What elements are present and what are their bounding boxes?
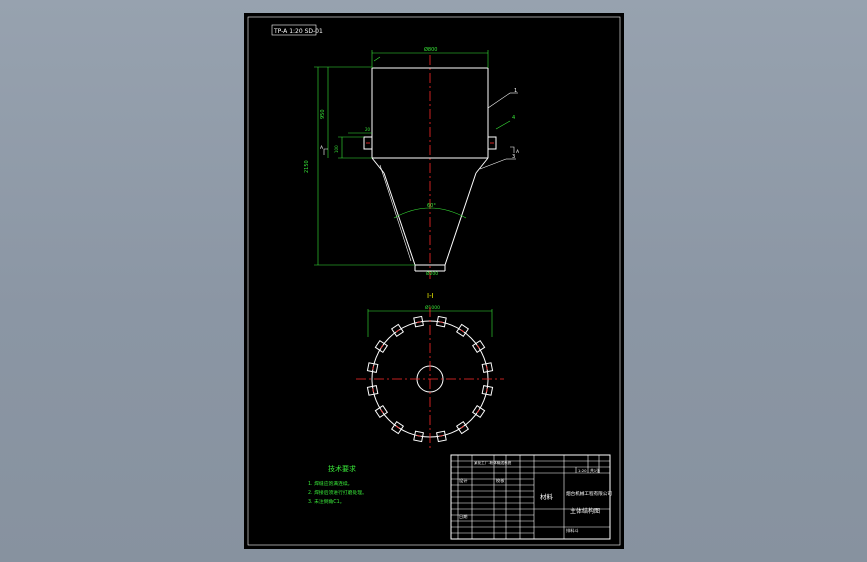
section-mark-right-bracket <box>510 146 515 153</box>
tb-part-name: 排料斗 <box>566 527 579 534</box>
cone-left <box>383 172 416 266</box>
notes-title: 技术要求 <box>328 464 356 473</box>
dim-top-width: Ø800 <box>424 46 437 53</box>
ring-lug <box>436 315 447 328</box>
ring-lug <box>481 385 494 396</box>
ring-lug-mark <box>439 321 444 323</box>
ring-lug-mark <box>416 435 421 437</box>
callout-leader-1 <box>487 92 511 109</box>
ring-lug-mark <box>380 409 384 414</box>
ring-lug-mark <box>460 329 465 333</box>
cone-inner-left <box>379 164 412 262</box>
ring-lug <box>390 323 405 338</box>
tb-company: 烟台机械工程有限公司 <box>566 490 612 497</box>
corner-tag-frame <box>271 24 317 36</box>
dim-flange-height: 100 <box>334 145 339 153</box>
ring-lug-mark <box>380 344 384 349</box>
callout-3: 3 <box>512 154 515 160</box>
cone-shoulder-right <box>475 157 489 174</box>
tb-date-label: 日期 <box>459 514 467 520</box>
ring-lug-mark <box>372 365 374 370</box>
ring-lug <box>390 420 405 435</box>
ring-lug-mark <box>460 425 465 429</box>
ring-lug <box>455 420 470 435</box>
ring-lug <box>471 404 486 419</box>
flange-left <box>363 136 373 150</box>
ring-lug-mark <box>395 425 400 429</box>
callout-leader-3 <box>479 158 507 170</box>
flange-right <box>487 136 497 150</box>
technical-notes: 技术要求 1. 焊缝应饱满连续。 2. 焊接后须进行打磨处理。 3. 未注倒角C… <box>308 464 367 505</box>
dim-cylinder-height: 950 <box>320 109 326 119</box>
dim-angle-arc <box>393 207 467 219</box>
notes-item-3: 3. 未注倒角C1。 <box>308 498 345 505</box>
callout-1: 1 <box>514 88 517 94</box>
tb-drawing-no: 主体结构图 <box>570 507 600 515</box>
callout-leader-4 <box>495 120 511 130</box>
ring-lug-mark <box>395 329 400 333</box>
tb-sheet: 共1张 <box>590 468 600 473</box>
tb-material-label: 材料 <box>540 492 554 501</box>
section-mark-right: A <box>516 149 520 155</box>
ring-lug <box>471 339 486 354</box>
ring-lug <box>413 315 424 328</box>
ring-lug-mark <box>416 321 421 323</box>
section-view: Ø1000 <box>356 304 504 451</box>
tb-checker-label: 校核 <box>496 477 505 484</box>
title-block: 某化工厂-粉体输送系统 设计 校核 日期 材料 烟台机械工程有限公司 主体结构图… <box>450 454 612 540</box>
drawing-sheet: TP-A 1:20 SD-01 <box>244 13 624 549</box>
ring-lug <box>436 430 447 443</box>
ring-lug <box>481 362 494 373</box>
notes-item-2: 2. 焊接后须进行打磨处理。 <box>308 489 367 496</box>
elevation-view: Ø800 2150 950 100 20 60° <box>304 46 520 279</box>
dim-angle: 60° <box>427 203 436 209</box>
section-mark-left-bracket <box>323 148 328 155</box>
dim-bottom-width: Ø200 <box>426 270 438 277</box>
section-mark-left: A <box>320 145 324 151</box>
tb-project: 某化工厂-粉体输送系统 <box>474 460 512 465</box>
tb-designer-label: 设计 <box>459 477 467 484</box>
ring-lug <box>455 323 470 338</box>
dim-overall-height: 2150 <box>304 160 310 173</box>
ring-lug-mark <box>476 344 480 349</box>
ring-lug-mark <box>476 409 480 414</box>
cone-shoulder-left <box>371 157 385 174</box>
ring-lug <box>374 339 389 354</box>
ring-lug-mark <box>439 435 444 437</box>
ring-lug-mark <box>486 365 488 370</box>
ring-lug-mark <box>372 388 374 393</box>
sheet-border <box>247 16 621 546</box>
section-view-label: I-I <box>427 292 434 300</box>
callout-4: 4 <box>512 115 515 121</box>
cone-right <box>444 172 477 266</box>
dim-flange-small: 20 <box>365 127 371 132</box>
tb-scale: 1:20 <box>578 468 587 473</box>
cad-drawing: TP-A 1:20 SD-01 <box>247 16 621 546</box>
ring-lug <box>413 430 424 443</box>
weld-leader <box>373 56 381 62</box>
notes-item-1: 1. 焊缝应饱满连续。 <box>308 480 352 487</box>
ring-diameter: Ø1000 <box>425 304 440 311</box>
ring-lug-mark <box>486 388 488 393</box>
ring-lug <box>366 362 379 373</box>
corner-tag: TP-A 1:20 SD-01 <box>273 28 323 35</box>
ring-lug <box>374 404 389 419</box>
ring-lug <box>366 385 379 396</box>
